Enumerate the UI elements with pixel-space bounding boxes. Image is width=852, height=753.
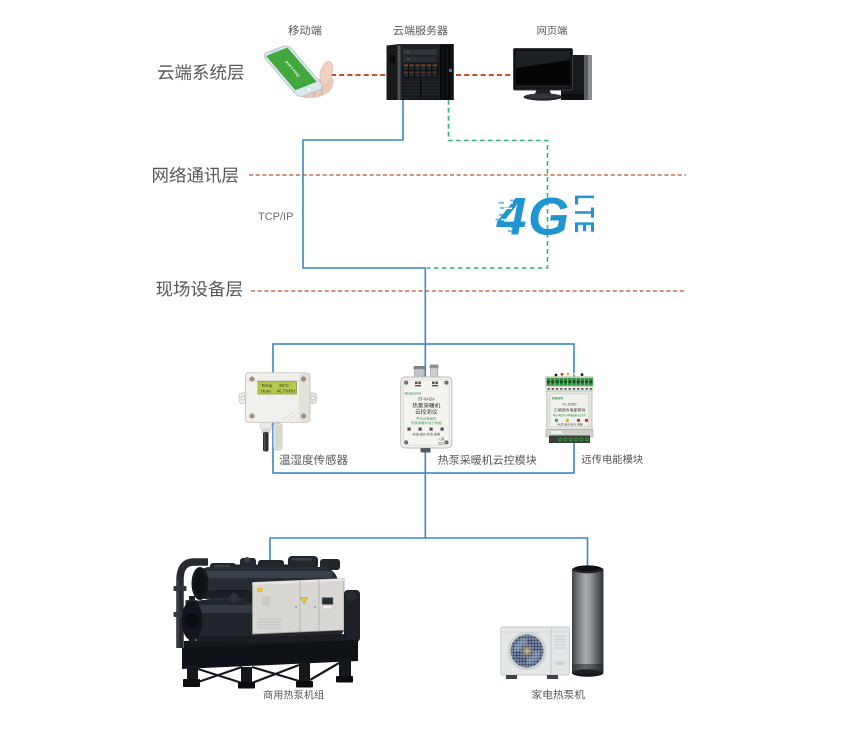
svg-text:46.7%RH: 46.7%RH [277,388,296,393]
svg-text:LTE: LTE [569,195,600,237]
svg-text:GreeLevel: GreeLevel [405,392,421,396]
svg-text:Hum: Hum [261,388,271,393]
svg-text:Temp: Temp [261,383,273,388]
svg-text:KL-M300: KL-M300 [563,403,577,407]
svg-text:ST-M-DA: ST-M-DA [418,397,435,402]
svg-text:TCP/IP: TCP/IP [258,211,293,223]
svg-text:NHWS: NHWS [552,397,564,401]
svg-text:28°C: 28°C [279,383,289,388]
svg-text:5Gs: 5Gs [438,442,444,446]
svg-text:4G: 4G [496,188,571,247]
